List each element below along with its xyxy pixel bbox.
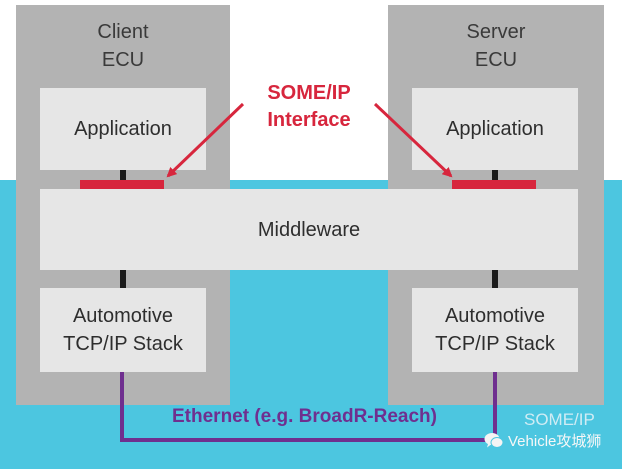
someip-interface-annotation: SOME/IP Interface bbox=[267, 82, 351, 131]
watermark: Vehicle攻城狮 bbox=[484, 430, 601, 451]
server-app-connector bbox=[492, 170, 498, 180]
watermark-text: Vehicle攻城狮 bbox=[508, 433, 602, 450]
middleware-box: Middleware bbox=[40, 189, 578, 270]
server-application-box: Application bbox=[412, 88, 578, 170]
server-tcpip-stack-box: Automotive TCP/IP Stack bbox=[412, 288, 578, 372]
someip-corner-label: SOME/IP bbox=[524, 410, 595, 429]
client-app-connector bbox=[120, 170, 126, 180]
client-ecu-title: Client ECU bbox=[97, 21, 149, 71]
server-interface-arrow bbox=[373, 102, 453, 178]
server-middleware-connector bbox=[492, 270, 498, 288]
ethernet-label: Ethernet (e.g. BroadR-Reach) bbox=[172, 406, 437, 427]
server-someip-interface-bar bbox=[452, 180, 536, 189]
client-middleware-connector bbox=[120, 270, 126, 288]
ethernet-link bbox=[120, 372, 497, 442]
client-someip-interface-bar bbox=[80, 180, 164, 189]
client-application-box: Application bbox=[40, 88, 206, 170]
client-interface-arrow bbox=[166, 102, 245, 178]
wechat-logo-icon bbox=[484, 433, 504, 448]
client-tcpip-stack-box: Automotive TCP/IP Stack bbox=[40, 288, 206, 372]
server-ecu-title: Server ECU bbox=[466, 21, 526, 71]
